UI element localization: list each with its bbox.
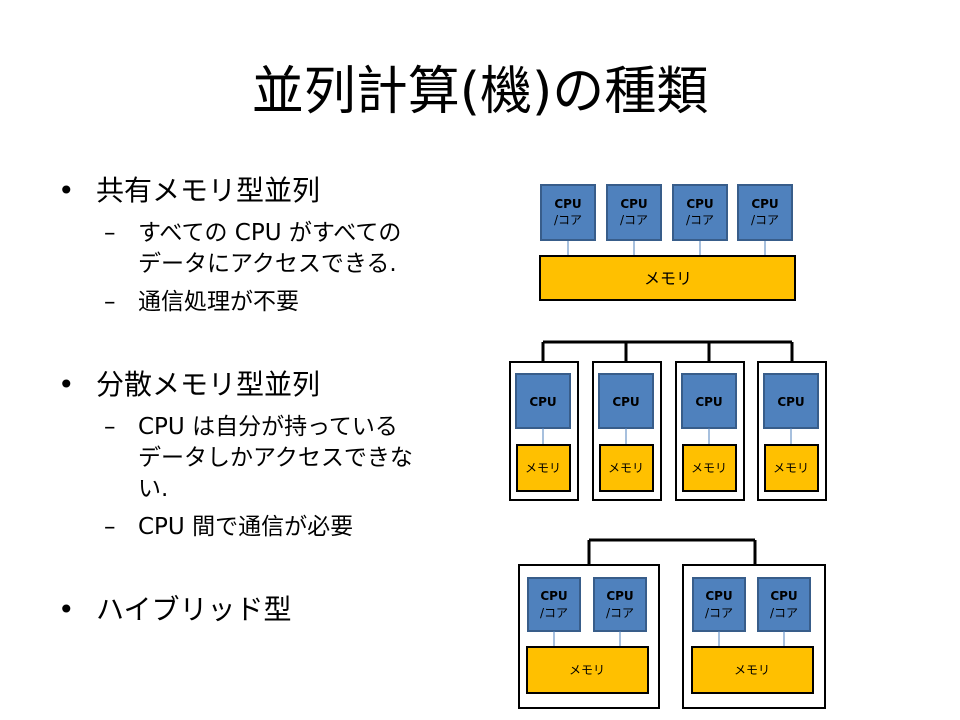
svg-text:メモリ: メモリ (734, 663, 770, 677)
node-box: CPU /コア CPU /コア メモリ (518, 564, 660, 709)
bullet-symbol: • (58, 368, 75, 401)
svg-text:CPU: CPU (612, 395, 639, 409)
slide-title: 並列計算(機)の種類 (251, 62, 709, 122)
svg-text:/コア: /コア (686, 213, 714, 227)
svg-text:CPU: CPU (777, 395, 804, 409)
sub-text-line: データにアクセスできる. (138, 251, 397, 277)
sub-text-line: データしかアクセスできな (138, 445, 413, 471)
cpu-core-box: CPU /コア (672, 184, 728, 241)
svg-text:メモリ: メモリ (773, 461, 809, 475)
network-bus (541, 340, 794, 362)
shared-memory-diagram: CPU /コア CPU /コア CPU /コア CPU /コア メモリ (539, 184, 796, 301)
bullet-label: 分散メモリ型並列 (96, 368, 321, 401)
svg-text:/コア: /コア (751, 213, 779, 227)
svg-text:メモリ: メモリ (644, 269, 692, 288)
cpu-core-box: CPU /コア (606, 184, 662, 241)
bullet-symbol: • (58, 593, 75, 626)
svg-text:メモリ: メモリ (691, 461, 727, 475)
svg-text:メモリ: メモリ (525, 461, 561, 475)
hybrid-diagram: CPU /コア CPU /コア メモリ CPU /コア CPU /コア メモリ (518, 538, 826, 709)
node-box: CPU メモリ (509, 361, 579, 501)
sub-symbol: – (104, 414, 116, 440)
svg-text:CPU: CPU (529, 395, 556, 409)
svg-text:メモリ: メモリ (608, 461, 644, 475)
network-bus (587, 538, 757, 565)
node-box: CPU メモリ (757, 361, 827, 501)
shared-memory-box: メモリ (539, 255, 796, 301)
svg-text:/コア: /コア (540, 606, 568, 620)
cpu-core-box: CPU /コア (540, 184, 596, 241)
node-box: CPU /コア CPU /コア メモリ (682, 564, 826, 709)
node-box: CPU メモリ (675, 361, 745, 501)
svg-text:CPU: CPU (770, 589, 797, 603)
sub-symbol: – (104, 514, 116, 540)
sub-text-line: CPU 間で通信が必要 (138, 514, 354, 540)
sub-text-line: 通信処理が不要 (138, 289, 299, 315)
svg-text:/コア: /コア (705, 606, 733, 620)
sub-symbol: – (104, 289, 116, 315)
svg-text:メモリ: メモリ (569, 663, 605, 677)
sub-symbol: – (104, 220, 116, 246)
svg-text:CPU: CPU (606, 589, 633, 603)
svg-text:CPU: CPU (751, 197, 778, 211)
sub-text-line: CPU は自分が持っている (138, 414, 398, 440)
svg-text:/コア: /コア (770, 606, 798, 620)
svg-text:/コア: /コア (554, 213, 582, 227)
cpu-core-box: CPU /コア (737, 184, 793, 241)
svg-text:/コア: /コア (606, 606, 634, 620)
distributed-memory-diagram: CPU メモリ CPU メモリ CPU メモリ CPU メモ (509, 340, 827, 501)
bullet-label: 共有メモリ型並列 (96, 174, 321, 207)
svg-text:CPU: CPU (686, 197, 713, 211)
sub-text-line: い. (138, 476, 169, 502)
svg-text:/コア: /コア (620, 213, 648, 227)
svg-text:CPU: CPU (695, 395, 722, 409)
bullet-label: ハイブリッド型 (96, 593, 292, 626)
sub-text-line: すべての CPU がすべての (138, 220, 402, 246)
svg-text:CPU: CPU (554, 197, 581, 211)
node-box: CPU メモリ (592, 361, 662, 501)
svg-text:CPU: CPU (620, 197, 647, 211)
bullet-symbol: • (58, 174, 75, 207)
svg-text:CPU: CPU (540, 589, 567, 603)
svg-text:CPU: CPU (705, 589, 732, 603)
